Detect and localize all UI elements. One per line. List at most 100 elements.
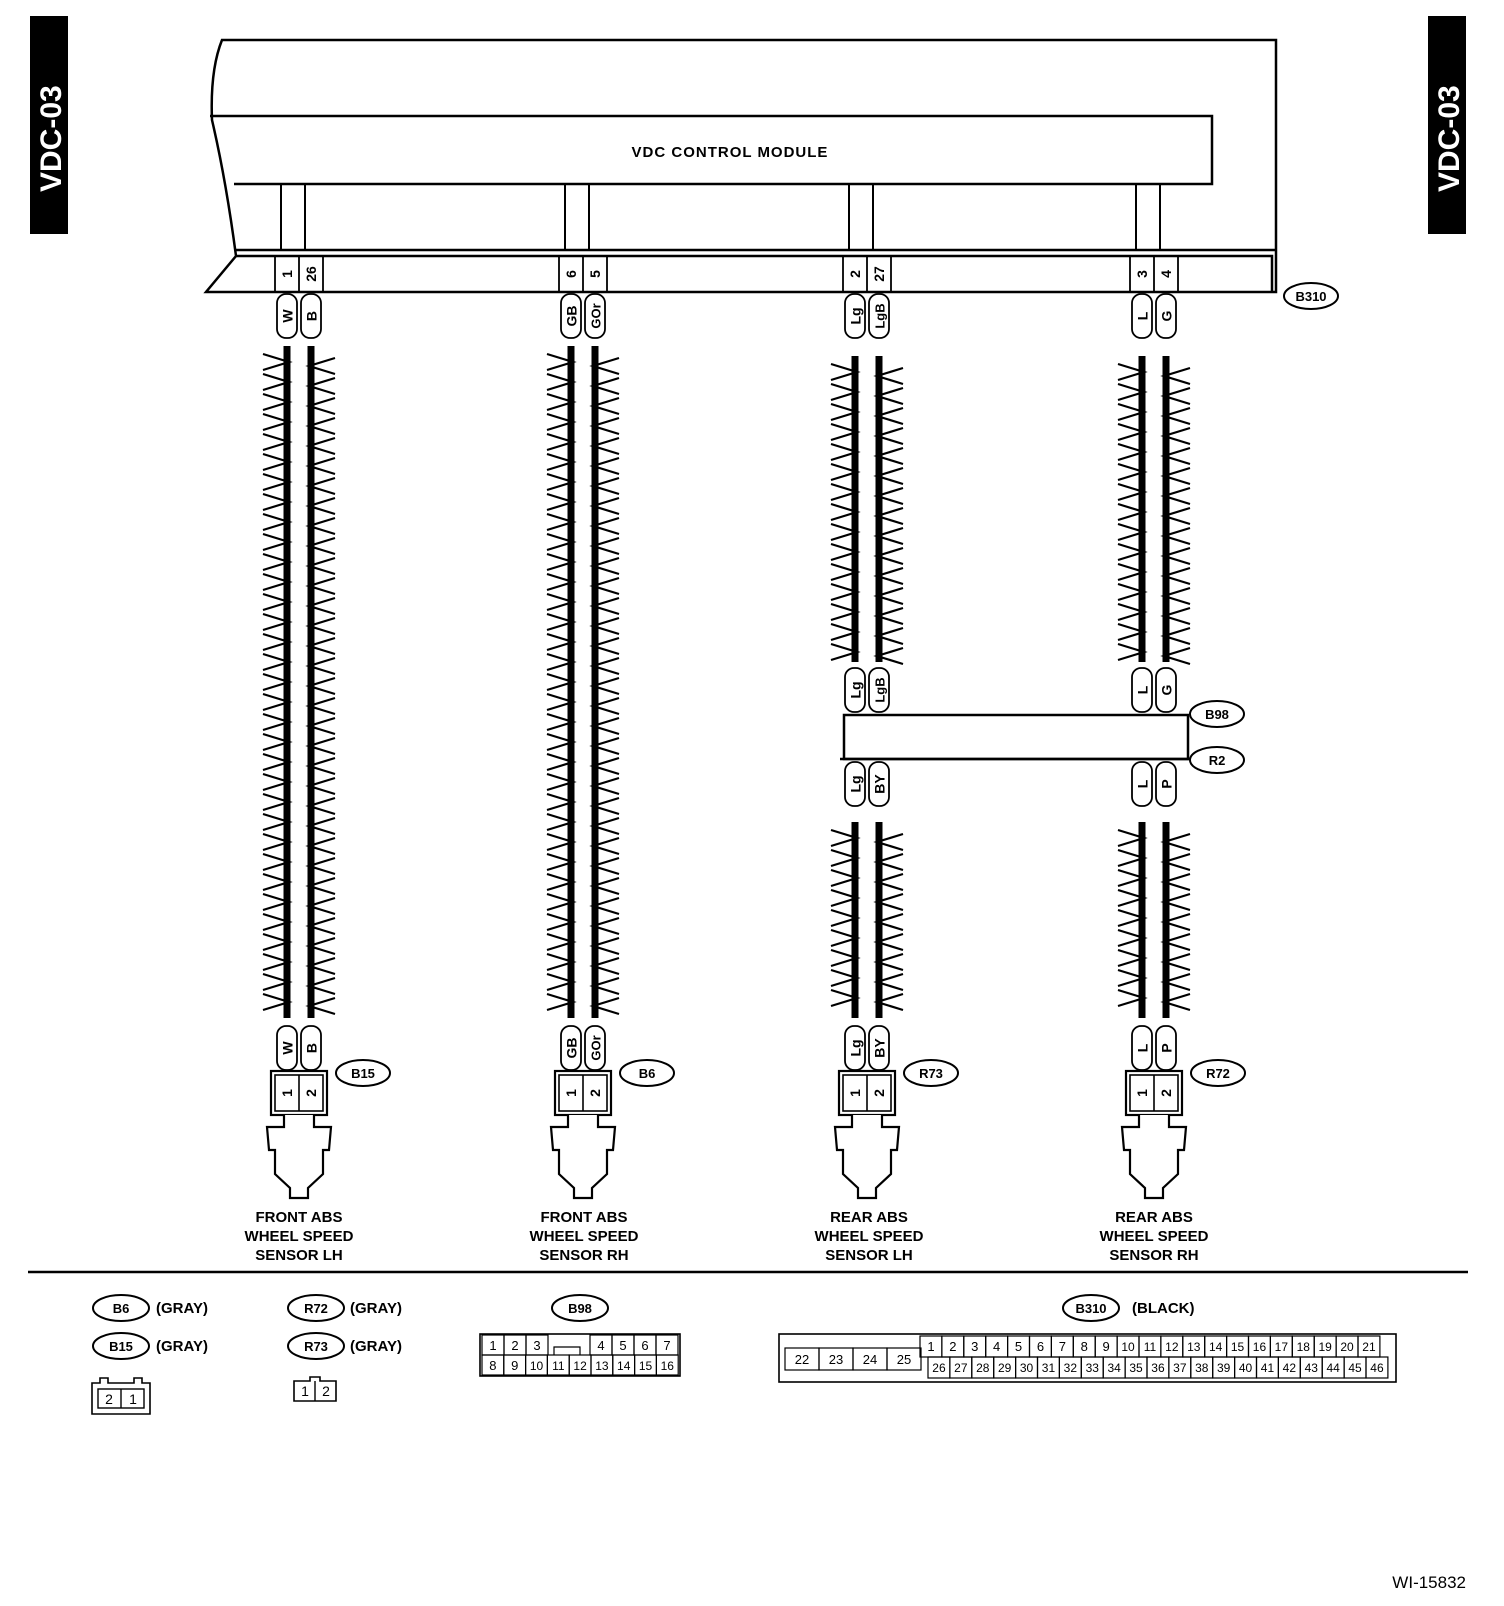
b310-pin: 33 bbox=[1086, 1361, 1100, 1375]
legend-b6-color: (GRAY) bbox=[156, 1300, 208, 1317]
b98-pin: 13 bbox=[595, 1359, 609, 1373]
r2-tag: R2 bbox=[1189, 746, 1245, 774]
sensor-connector-tag-text: B15 bbox=[351, 1066, 375, 1081]
wire-color-label-badge bbox=[868, 293, 890, 339]
legend-b6-b15-pin-b: 1 bbox=[129, 1391, 137, 1407]
legend-b6: B6 (GRAY) bbox=[92, 1294, 208, 1322]
wheel-speed-sensor-icon bbox=[833, 1115, 901, 1200]
legend-b6-name: B6 bbox=[113, 1301, 130, 1316]
b310-pin: 18 bbox=[1297, 1340, 1311, 1354]
b310-pin: 15 bbox=[1231, 1340, 1245, 1354]
b98-pin: 9 bbox=[511, 1358, 518, 1373]
b310-pin: 20 bbox=[1340, 1340, 1354, 1354]
b98-pin: 15 bbox=[639, 1359, 653, 1373]
b98-pin: 1 bbox=[489, 1338, 496, 1353]
legend-b15: B15 (GRAY) bbox=[92, 1332, 208, 1360]
wheel-speed-sensor-icon bbox=[549, 1115, 617, 1200]
b310-pin: 44 bbox=[1326, 1361, 1340, 1375]
sensor-label-fr-1: FRONT ABS bbox=[541, 1209, 628, 1226]
sensor-connector-tag-text: B6 bbox=[639, 1066, 656, 1081]
legend-r73-name: R73 bbox=[304, 1339, 328, 1354]
wire-color-label: Lg bbox=[848, 307, 864, 324]
wire-color-label: B bbox=[304, 311, 320, 321]
module-pin-number: 6 bbox=[563, 270, 579, 278]
b310-grid-frame bbox=[778, 1333, 1397, 1383]
sensor-connector-tag bbox=[335, 1059, 391, 1087]
sensor-connector-tag bbox=[1190, 1059, 1246, 1087]
junction-connector-b98-r2: B98 R2 bbox=[840, 700, 1245, 774]
wire-color-label-badge bbox=[584, 293, 606, 339]
legend-r72-name: R72 bbox=[304, 1301, 328, 1316]
b310-pin: 1 bbox=[927, 1339, 934, 1354]
sensor-pin-number: 2 bbox=[871, 1089, 887, 1097]
b310-pin: 36 bbox=[1151, 1361, 1165, 1375]
wire-color-label: L bbox=[1135, 685, 1151, 694]
b310-pin: 9 bbox=[1103, 1339, 1110, 1354]
b310-pin: 46 bbox=[1370, 1361, 1384, 1375]
b310-pin: 39 bbox=[1217, 1361, 1231, 1375]
legend-b98-name: B98 bbox=[568, 1301, 592, 1316]
legend-b15-color: (GRAY) bbox=[156, 1338, 208, 1355]
wire-color-label-badge bbox=[868, 667, 890, 713]
wire-color-label: Lg bbox=[848, 1039, 864, 1056]
module-pin-number: 27 bbox=[871, 266, 887, 282]
sensor-pin-number: 2 bbox=[1158, 1089, 1174, 1097]
upper-harness-shield bbox=[1117, 362, 1191, 666]
sensor-connector-tag bbox=[903, 1059, 959, 1087]
module-pin-number: 4 bbox=[1158, 270, 1174, 278]
b310-pin-cell bbox=[886, 1347, 922, 1371]
wire-color-label-badge bbox=[1131, 761, 1153, 807]
b98-tag-text: B98 bbox=[1205, 707, 1229, 722]
b310-pin: 5 bbox=[1015, 1339, 1022, 1354]
wire-pair-4: 34LGLG615LPLP12R72 bbox=[1117, 184, 1246, 1200]
b310-pin: 2 bbox=[949, 1339, 956, 1354]
b310-pin: 34 bbox=[1107, 1361, 1121, 1375]
legend-r72: R72 (GRAY) bbox=[287, 1294, 402, 1322]
b98-pin: 14 bbox=[617, 1359, 631, 1373]
b310-pin: 17 bbox=[1275, 1340, 1289, 1354]
b98-pin: 16 bbox=[661, 1359, 675, 1373]
lower-harness-shield bbox=[830, 828, 904, 1012]
legend-r73-color: (GRAY) bbox=[350, 1338, 402, 1355]
module-pin-number: 3 bbox=[1134, 270, 1150, 278]
b98-pin: 7 bbox=[663, 1338, 670, 1353]
b98-key bbox=[553, 1346, 581, 1355]
page-tag-right: VDC-03 bbox=[1428, 16, 1466, 234]
sensor-label-rl-3: SENSOR LH bbox=[825, 1247, 913, 1264]
b310-pin: 3 bbox=[971, 1339, 978, 1354]
module-pin-number: 2 bbox=[847, 270, 863, 278]
b98-pin: 12 bbox=[573, 1359, 587, 1373]
wire-color-label: L bbox=[1135, 1043, 1151, 1052]
legend-b310-color: (BLACK) bbox=[1132, 1300, 1194, 1317]
sensor-label-rr-1: REAR ABS bbox=[1115, 1209, 1193, 1226]
module-pin-number: 1 bbox=[279, 270, 295, 278]
b310-pin: 38 bbox=[1195, 1361, 1209, 1375]
sensor-labels: FRONT ABS WHEEL SPEED SENSOR LH FRONT AB… bbox=[245, 1209, 1209, 1264]
sensor-label-rr-3: SENSOR RH bbox=[1109, 1247, 1198, 1264]
b310-pin: 32 bbox=[1064, 1361, 1078, 1375]
sensor-label-fl-3: SENSOR LH bbox=[255, 1247, 343, 1264]
b310-pin: 37 bbox=[1173, 1361, 1187, 1375]
sensor-connector-tag bbox=[619, 1059, 675, 1087]
legend-b6-b15-face: 2 1 bbox=[91, 1377, 151, 1415]
wire-color-label: W bbox=[280, 1041, 296, 1055]
harness-shield bbox=[262, 352, 336, 1016]
b310-pin: 6 bbox=[1037, 1339, 1044, 1354]
b98-pin: 8 bbox=[489, 1358, 496, 1373]
wire-color-label: LgB bbox=[873, 677, 888, 702]
wire-color-label-badge bbox=[844, 761, 866, 807]
b310-pin: 43 bbox=[1305, 1361, 1319, 1375]
page-tag-right-text: VDC-03 bbox=[1433, 85, 1466, 192]
module-pin-number: 5 bbox=[587, 270, 603, 278]
wire-color-label: GOr bbox=[589, 303, 604, 328]
sensor-label-rl-1: REAR ABS bbox=[830, 1209, 908, 1226]
wire-pair-3: 227LgLgBLgLgB514LgBYLgBY12R73 bbox=[830, 184, 959, 1200]
wire-color-label-badge bbox=[1131, 293, 1153, 339]
sensor-label-fl-1: FRONT ABS bbox=[256, 1209, 343, 1226]
wire-color-label: G bbox=[1159, 310, 1175, 321]
vdc-control-module: VDC CONTROL MODULE B310 bbox=[203, 38, 1339, 310]
b310-tag-text: B310 bbox=[1295, 289, 1326, 304]
wire-color-label: P bbox=[1159, 1043, 1175, 1052]
